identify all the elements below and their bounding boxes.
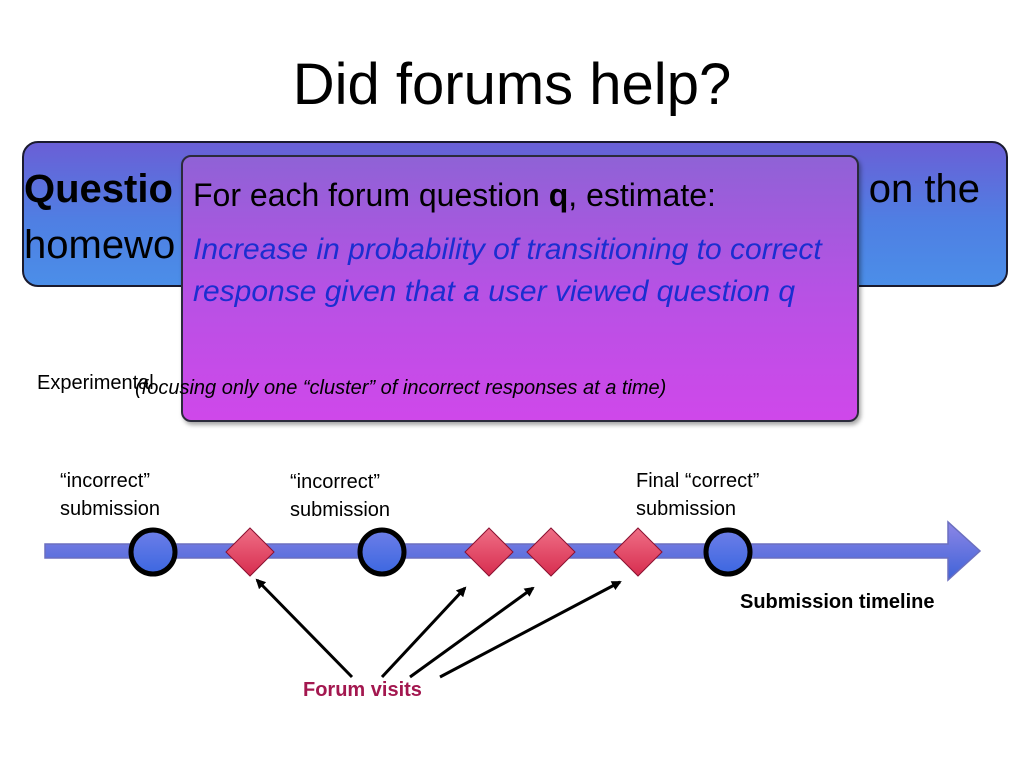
submission-label-3-line2: submission (636, 498, 737, 520)
forum-visit-diamond (464, 527, 514, 577)
submission-label-3: Final “correct” submission (636, 467, 759, 523)
pointer-arrow (255, 578, 354, 679)
estimate-box: For each forum question q, estimate: Inc… (135, 155, 859, 422)
submission-label-1-line2: submission (60, 498, 161, 520)
estimate-prefix: For each forum question (193, 177, 549, 213)
forum-visit-diamond (225, 527, 275, 577)
question-heading: Questio (24, 167, 173, 211)
submission-label-2-line2: submission (290, 499, 391, 521)
estimate-q: q (548, 177, 569, 213)
slide-title: Did forums help? (292, 52, 732, 117)
forum-visits-label: Forum visits (303, 679, 422, 701)
question-line-1-right: on the (868, 167, 980, 211)
submission-label-2-line1: “incorrect” (290, 471, 381, 493)
experimental-label: Experimental (37, 372, 154, 394)
submission-label-1-line1: “incorrect” (60, 470, 151, 492)
pointer-arrow (439, 580, 622, 679)
submission-node (128, 527, 178, 577)
submission-node (703, 527, 753, 577)
increase-description: Increase in probability of transitioning… (193, 233, 822, 308)
forum-visit-diamond (613, 527, 663, 577)
submission-label-3-line1: Final “correct” (636, 470, 760, 492)
focus-note: (focusing only one “cluster” of incorrec… (135, 377, 667, 399)
submission-node (357, 527, 407, 577)
submission-label-1: “incorrect” submission (60, 467, 160, 523)
pointer-arrow (380, 586, 467, 679)
estimate-suffix: , estimate: (568, 177, 716, 213)
pointer-arrow (409, 586, 535, 679)
estimate-heading: For each forum question q, estimate: (193, 177, 716, 214)
question-line-1: Questio (24, 165, 173, 213)
submission-label-2: “incorrect” submission (290, 468, 390, 524)
question-line-2: homewo (24, 223, 176, 267)
forum-visit-diamond (526, 527, 576, 577)
submission-timeline-label: Submission timeline (740, 591, 935, 613)
